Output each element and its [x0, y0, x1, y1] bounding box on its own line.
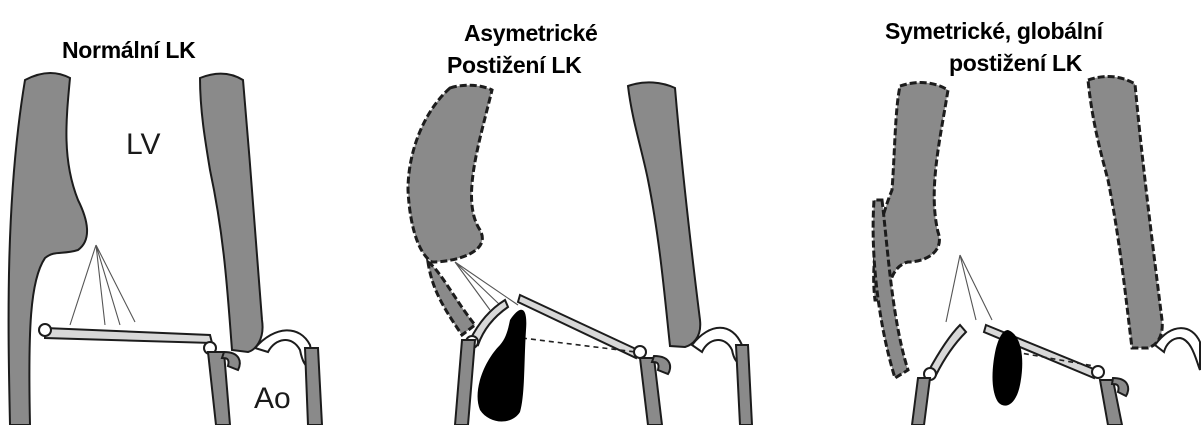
heart-diagram-symmetric [800, 0, 1201, 425]
septum-wall [9, 73, 88, 425]
label-ao: Ao [254, 382, 291, 416]
posterior-wall [628, 82, 700, 347]
mitral-leaflet-anterior [518, 295, 638, 358]
posterior-wall [200, 74, 263, 352]
heart-diagram-asymmetric [400, 0, 800, 425]
septum-wall-hatched [408, 85, 492, 262]
panel-normal-lv: Normální LK LV Ao [0, 0, 400, 425]
heart-diagram-normal [0, 0, 400, 425]
panel-symmetric-lv: Symetrické, globální postižení LK [800, 0, 1201, 425]
mitral-leaflet-posterior [928, 325, 966, 375]
aortic-root [255, 330, 311, 366]
regurgitant-jet [993, 330, 1023, 406]
panel-asymmetric-lv: Asymetrické Postižení LK [400, 0, 800, 425]
posterior-wall-hatched [1088, 77, 1162, 348]
mitral-leaflets [45, 328, 212, 343]
septum-lower-wall [428, 262, 475, 335]
aorta-wall [305, 348, 322, 425]
label-lv: LV [126, 128, 160, 162]
mitral-annulus [39, 324, 51, 336]
